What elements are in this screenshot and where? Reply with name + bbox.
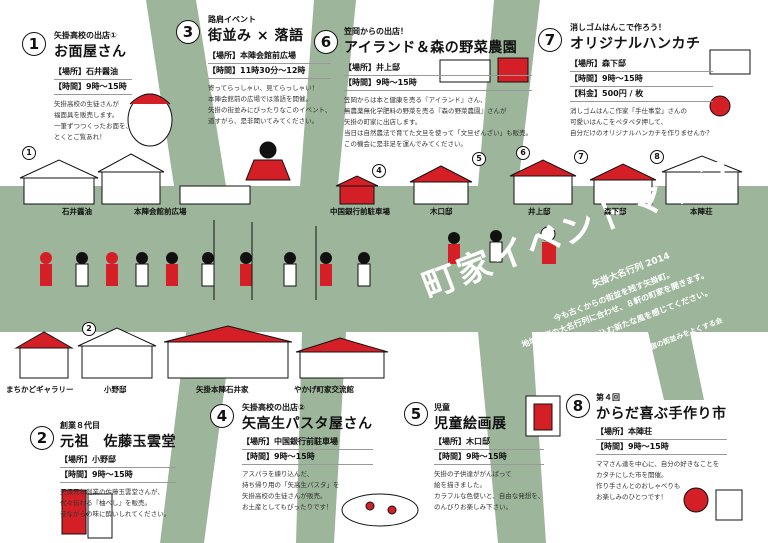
event-description: 天保元年創業の佐藤玉雲堂さんが、代々伝わる『柚べし』を販売。 昔ながらの味に酔い… [60, 488, 171, 518]
event-place: 【場所】本陣会館前広場 [208, 49, 332, 64]
event-place: 【場所】中国銀行前駐車場 [242, 435, 373, 450]
house-label: 木口邸 [430, 207, 453, 216]
event-description: 矢掛の子供達ががんばって絵を描きました。 カラフルな色使いと、自由な発想を、のん… [434, 470, 545, 511]
house-label: 小野邸 [104, 385, 127, 394]
event-place: 【場所】井上邸 [344, 61, 533, 76]
event-title: 児童絵画展 [434, 416, 507, 432]
event-title: 街並み × 落語 [208, 28, 304, 44]
event-number: 4 [210, 404, 234, 428]
event-supertitle: 創業８代目 [60, 421, 100, 430]
house-label: 矢掛本陣石井家 [196, 385, 249, 394]
event-fee: 【料金】500円 / 枚 [570, 87, 713, 102]
event-place: 【場所】本陣荘 [596, 425, 727, 440]
event-number: 5 [404, 402, 428, 426]
event-place: 【場所】小野邸 [60, 453, 176, 468]
house-label: 中国銀行前駐車場 [330, 207, 390, 216]
event-title: オリジナルハンカチ [570, 36, 701, 52]
event-number: 3 [176, 20, 200, 44]
event-supertitle: 児童 [434, 403, 450, 412]
event-supertitle: 消しゴムはんこで作ろう！ [570, 23, 666, 32]
event-number: 2 [30, 426, 54, 450]
house-marker: 8 [650, 150, 664, 164]
event-illustrations [61, 49, 751, 539]
house-label: 森下邸 [604, 207, 627, 216]
event-supertitle: 笠岡からの出店！ [344, 27, 408, 36]
event-time: 【時間】9時～15時 [54, 80, 132, 95]
event-description: ママさん達を中心に、自分の好きなことをカタチにした市を開催。 作り手さんとのおし… [596, 460, 720, 501]
event-supertitle: 矢掛高校の出店② [242, 403, 305, 412]
event-supertitle: 矢掛高校の出店① [54, 31, 117, 40]
house-label: 石井醤油 [62, 207, 92, 216]
house-marker: 5 [472, 152, 486, 166]
event-time: 【時間】9時～15時 [570, 72, 713, 87]
event-time: 【時間】9時～15時 [596, 440, 727, 455]
event-number: 7 [538, 28, 562, 52]
house-label: まちかどギャラリー [6, 385, 74, 394]
event-supertitle: 路肩イベント [208, 15, 256, 24]
event-title: 元祖 佐藤玉雲堂 [60, 434, 176, 450]
house-marker: 2 [82, 322, 96, 336]
procession-figures [40, 220, 556, 300]
house-label: 本陣会館前広場 [134, 207, 187, 216]
event-description: 寄ってらっしゃい、見てらっしゃい！本陣会館前の広場では落語を開催。 矢掛の街並み… [208, 84, 332, 125]
event-description: 笠岡からは本と健康を売る『アイランド』さん、無農薬無化学肥料の野菜を売る『森の野… [344, 96, 533, 148]
house-marker: 4 [372, 164, 386, 178]
event-description: 矢掛高校の生徒さんが福面具を販売します。 一筆ずつつくったお面を、とくとご覧あれ… [54, 100, 132, 141]
event-time: 【時間】9時～15時 [60, 468, 176, 483]
event-description: 消しゴムはんこ作家「手仕事堂」さんの可愛いはんこをペタペタ押して、 自分だけのオ… [570, 107, 713, 137]
event-place: 【場所】森下邸 [570, 57, 713, 72]
event-place: 【場所】石井醤油 [54, 65, 132, 80]
event-title: からだ喜ぶ手作り市 [596, 406, 727, 422]
event-title: 矢高生パスタ屋さん [242, 416, 373, 432]
event-supertitle: 第４回 [596, 393, 620, 402]
house-marker: 6 [516, 146, 530, 160]
house-marker: 1 [22, 146, 36, 160]
event-description: アスパラを練り込んだ、持ち帰り用の「矢高生パスタ」を 矢掛高校の生徒さんが販売。… [242, 470, 340, 511]
event-number: 6 [314, 30, 338, 54]
event-time: 【時間】9時～15時 [434, 450, 545, 465]
event-place: 【場所】木口邸 [434, 435, 545, 450]
house-marker: 7 [574, 150, 588, 164]
event-time: 【時間】9時～15時 [242, 450, 373, 465]
event-number: 1 [22, 32, 46, 56]
event-number: 8 [566, 394, 590, 418]
event-title: お面屋さん [54, 44, 127, 60]
event-time: 【時間】9時～15時 [344, 76, 533, 91]
house-label: 井上邸 [528, 207, 551, 216]
event-time: 【時間】11時30分～12時 [208, 64, 332, 79]
house-label: 本陣荘 [690, 207, 713, 216]
house-label: やかげ町家交流館 [294, 385, 354, 394]
event-title: アイランド＆森の野菜農園 [344, 40, 518, 56]
